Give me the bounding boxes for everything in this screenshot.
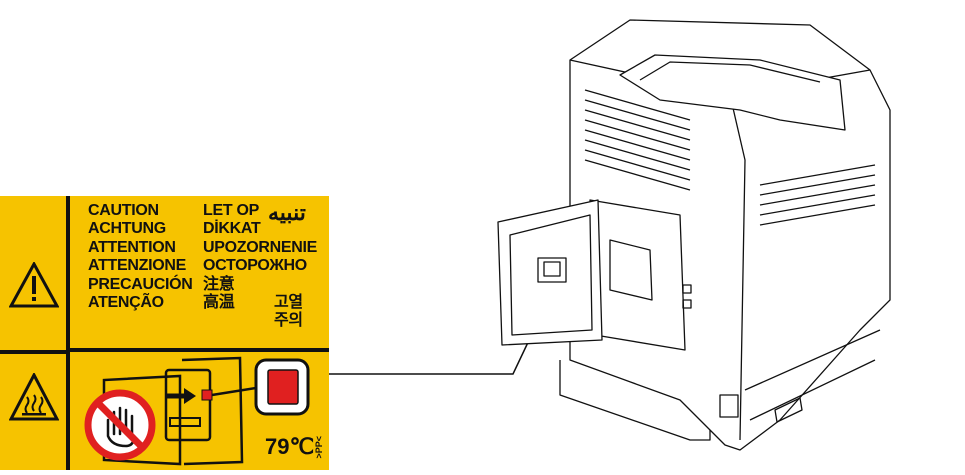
warning-text-block: CAUTION ACHTUNG ATTENTION ATTENZIONE PRE… bbox=[88, 202, 329, 350]
warning-triangle-icon bbox=[9, 262, 59, 308]
warning-word-arabic: تنبيه bbox=[268, 200, 306, 225]
hot-part-pictogram: 79℃ >PP< bbox=[70, 350, 329, 470]
printer-icon bbox=[497, 19, 891, 451]
warning-word: UPOZORNENIE bbox=[203, 238, 318, 256]
warning-word-korean: 고열 bbox=[274, 294, 303, 311]
hot-surface-caution-label: CAUTION ACHTUNG ATTENTION ATTENZIONE PRE… bbox=[0, 196, 329, 470]
warning-word: ATENÇÃO bbox=[88, 294, 164, 312]
warning-word: LET OP bbox=[203, 202, 259, 219]
warning-word: 注意 bbox=[203, 275, 235, 293]
warning-column-2: LET OP DİKKAT UPOZORNENIE ОСТОРОЖНО 注意 高… bbox=[203, 202, 317, 312]
temperature-label: 79℃ bbox=[265, 434, 315, 459]
warning-column-1: CAUTION ACHTUNG ATTENTION ATTENZIONE PRE… bbox=[88, 202, 193, 312]
warning-word: DİKKAT bbox=[203, 220, 261, 238]
warning-word: PRECAUCIÓN bbox=[88, 275, 193, 293]
warning-word: ATTENTION bbox=[88, 238, 176, 256]
warning-word: ATTENZIONE bbox=[88, 257, 187, 275]
warning-word: ОСТОРОЖНО bbox=[203, 257, 307, 275]
warning-word-korean: 주의 bbox=[274, 312, 303, 330]
label-background bbox=[0, 196, 329, 470]
warning-word: ACHTUNG bbox=[88, 220, 166, 238]
warning-word: CAUTION bbox=[88, 202, 159, 219]
warning-column-3: 고열 주의 bbox=[274, 294, 303, 331]
material-code: >PP< bbox=[314, 436, 324, 459]
hot-surface-icon bbox=[9, 373, 59, 421]
pictogram-drawing bbox=[84, 356, 310, 466]
warning-word: 高温 bbox=[203, 294, 235, 312]
no-touch-hand-icon bbox=[84, 389, 156, 461]
